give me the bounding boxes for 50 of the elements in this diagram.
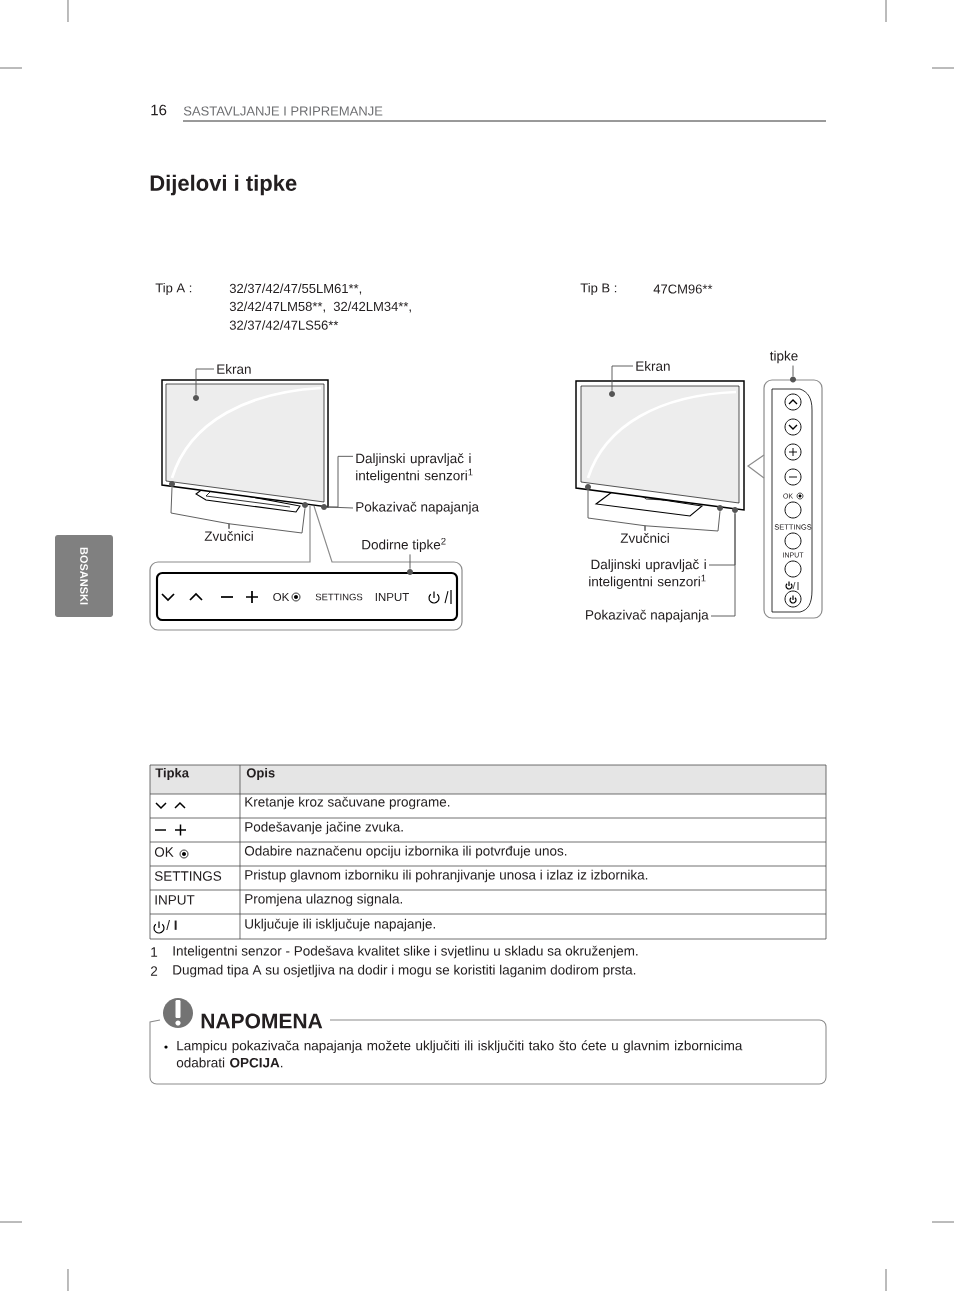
leader-line	[710, 512, 736, 617]
callout-label: Ekran	[217, 364, 251, 374]
callout-label: Pokazivač napajanja	[586, 609, 709, 623]
model-number: 32/42/47LM58**,	[229, 301, 325, 313]
column-header: Opis	[246, 767, 275, 781]
page-number: 16	[151, 104, 167, 116]
table-text: INPUT	[155, 895, 195, 905]
table-text: Promjena ulaznog signala.	[245, 893, 402, 907]
table-text: / I	[166, 920, 177, 930]
language-tab: BOSANSKI	[55, 535, 113, 617]
model-number: 47CM96**	[653, 284, 713, 294]
leader-line	[409, 553, 411, 570]
table-text: SETTINGS	[154, 871, 222, 881]
table-text: OK	[154, 847, 174, 857]
footnote-text: Inteligentni senzor - Podešava kvalitet slike i svjetlinu u skladu sa okruženjem.	[173, 945, 638, 959]
page-title: Dijelovi i tipke	[150, 174, 297, 196]
footnote-text: Dugmad tipa A su osjetljiva na dodir i mogu se koristiti laganim dodirom prsta.	[173, 964, 636, 978]
table-text: Odabire naznačenu opciju izbornika ili potvrđuje unos.	[244, 845, 567, 859]
button-label: INPUT	[375, 593, 409, 601]
leader-line	[326, 506, 354, 509]
footnote-number: 2	[150, 966, 158, 976]
column-header: Tipka	[155, 767, 190, 781]
leader-line	[644, 510, 721, 532]
leader-line	[228, 507, 306, 534]
leader-line	[611, 365, 634, 392]
table-text: Pristup glavnom izborniku ili pohranjivanje unosa i izlaz iz izbornika.	[245, 869, 648, 883]
model-label: Tip B :	[580, 282, 617, 296]
button-label: SETTINGS	[315, 593, 363, 601]
model-number: 32/37/42/47LS56**	[229, 320, 339, 330]
callout-label: Pokazivač napajanja	[356, 501, 479, 515]
callout-label: Daljinski upravljač i inteligentni senzori$^{1}$	[356, 453, 473, 483]
callout-label: Dodirne tipke$^{2}$	[362, 537, 446, 553]
table-text: Podešavanje jačine zvuka.	[245, 821, 403, 835]
model-label: Tip A :	[155, 282, 192, 296]
running-header: SASTAVLJANJE I PRIPREMANJE	[183, 106, 383, 116]
model-number: 32/42LM34**,	[333, 301, 411, 313]
model-number: 32/37/42/47/55LM61**,	[229, 283, 362, 295]
note-heading: NAPOMENA	[201, 1013, 323, 1029]
table-text: Kretanje kroz sačuvane programe.	[245, 796, 450, 810]
footnote-number: 1	[151, 947, 158, 957]
callout-label: Ekran	[636, 361, 670, 371]
note-text: Lampicu pokazivača napajanja možete uključiti ili isključiti tako što ćete u glavnim izbornicima odabrati OPCIJA.	[176, 1040, 743, 1068]
callout-label: Zvučnici	[204, 531, 253, 541]
callout-label: Zvučnici	[620, 533, 669, 543]
button-label: OK	[273, 592, 290, 602]
callout-label: tipke	[769, 350, 798, 364]
leader-line	[195, 368, 215, 396]
table-text: Uključuje ili isključuje napajanje.	[245, 918, 435, 932]
leader-line	[792, 365, 794, 377]
callout-label: Daljinski upravljač i inteligentni senzori$^{1}$	[589, 559, 706, 589]
